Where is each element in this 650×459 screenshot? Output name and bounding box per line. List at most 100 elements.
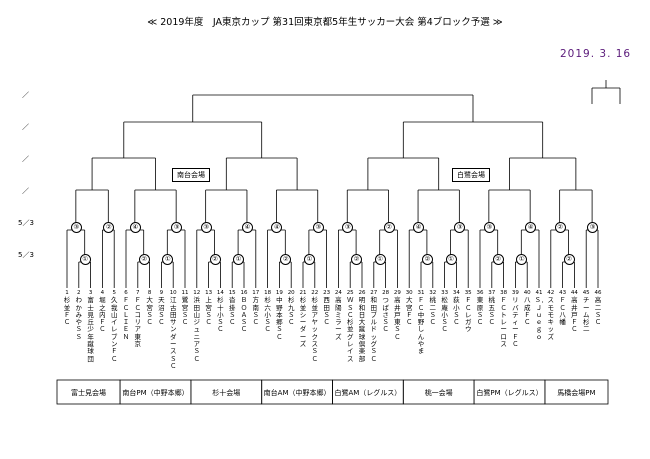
team-name: 西田ＳＣ bbox=[323, 296, 330, 327]
team-number: 11 bbox=[181, 290, 189, 296]
team-number: 35 bbox=[464, 290, 472, 296]
venue-name: 桃一会場 bbox=[424, 389, 453, 397]
team-name: 堀之内ＦＣ bbox=[99, 296, 106, 334]
round-badge: ③ bbox=[454, 222, 466, 233]
team-number: 21 bbox=[299, 290, 307, 296]
team-number: 38 bbox=[500, 290, 508, 296]
team-number: 34 bbox=[452, 290, 460, 296]
team-name: 杉並アヤックスＳＣ bbox=[311, 296, 319, 363]
team-number: 14 bbox=[216, 290, 224, 296]
team-name: つばさＳＣ bbox=[382, 296, 389, 334]
team-name: 鷺宮ＳＣ bbox=[181, 296, 189, 327]
round-badge: ① bbox=[516, 254, 528, 265]
team-number: 6 bbox=[124, 290, 128, 296]
team-number: 40 bbox=[523, 290, 531, 296]
team-number: 30 bbox=[405, 290, 413, 296]
row-label-5: 5／3 bbox=[18, 219, 34, 227]
team-name: 桃五ＳＣ bbox=[488, 296, 496, 327]
round-badge: ① bbox=[233, 254, 245, 265]
round-badge: ④ bbox=[525, 222, 537, 233]
team-name: 杉十小ＳＣ bbox=[217, 296, 224, 334]
team-name: 高二ＳＣ bbox=[594, 296, 602, 327]
team-number: 9 bbox=[159, 290, 164, 296]
team-number: 19 bbox=[275, 290, 283, 296]
round-badge: ④ bbox=[271, 222, 283, 233]
team-name: 上宮ＳＣ bbox=[205, 296, 212, 327]
team-name: ＷＳＣ杉並グレイス bbox=[346, 296, 354, 363]
team-number: 36 bbox=[476, 290, 484, 296]
team-name: チーム杉二 bbox=[582, 296, 590, 334]
round-badge: ② bbox=[103, 222, 115, 233]
team-name: ＦＣコリア東京 bbox=[134, 296, 142, 349]
team-name: 杉並シーダーズ bbox=[299, 296, 307, 349]
team-number: 7 bbox=[136, 290, 140, 296]
venue-name: 馬橋会場PM bbox=[557, 389, 596, 397]
round-badge: ④ bbox=[413, 222, 425, 233]
team-number: 26 bbox=[358, 290, 366, 296]
round-badge: ② bbox=[351, 254, 363, 265]
venue-name: 白鷺PM（レグルス） bbox=[476, 389, 543, 397]
round-badge: ② bbox=[138, 254, 150, 265]
round-badge: ② bbox=[280, 254, 292, 265]
team-number: 20 bbox=[287, 290, 295, 296]
team-number: 43 bbox=[559, 290, 567, 296]
team-name: 八成ＦＣ bbox=[523, 296, 531, 327]
team-number: 8 bbox=[147, 290, 152, 296]
team-number: 16 bbox=[240, 290, 248, 296]
team-name: 高陽ミラーズ bbox=[335, 296, 342, 341]
venue-name: 杉十会場 bbox=[212, 389, 241, 397]
round-badge: ③ bbox=[200, 222, 212, 233]
team-name: ＦＣ八幡 bbox=[559, 296, 566, 327]
team-number: 27 bbox=[370, 290, 378, 296]
team-name: ＦＣトレーロス bbox=[500, 296, 507, 349]
round-badge: ② bbox=[563, 254, 575, 265]
team-name: 荻小ＳＣ bbox=[453, 296, 460, 327]
round-badge: ③ bbox=[342, 222, 354, 233]
team-name: スモモキッズ bbox=[547, 296, 555, 341]
team-number: 29 bbox=[393, 290, 401, 296]
team-name: 杉並ＦＣ bbox=[63, 296, 71, 327]
row-label-1: ／ bbox=[22, 91, 29, 99]
round-badge: ③ bbox=[587, 222, 599, 233]
team-name: 明和日大蹴球倶楽部 bbox=[358, 296, 366, 363]
site-label-nandai: 南台会場 bbox=[172, 168, 210, 182]
round-badge: ③ bbox=[70, 222, 82, 233]
team-number: 28 bbox=[382, 290, 390, 296]
team-number: 4 bbox=[100, 290, 105, 296]
team-number: 5 bbox=[112, 290, 116, 296]
team-number: 46 bbox=[594, 290, 602, 296]
team-name: リバティーＦＣ bbox=[512, 296, 519, 349]
team-name: ＢＯＡ ＳＣ bbox=[240, 296, 254, 334]
venue-name: 白鷺AM（レグルス） bbox=[334, 389, 402, 397]
team-number: 31 bbox=[417, 290, 425, 296]
team-name: 高井戸東ＳＣ bbox=[394, 296, 401, 341]
team-name: 杉六小ＳＣ bbox=[264, 296, 271, 334]
team-name: 大宮ＦＣ bbox=[405, 296, 413, 327]
team-number: 32 bbox=[429, 290, 437, 296]
team-name: 桃二ＳＣ bbox=[429, 296, 437, 327]
round-badge: ③ bbox=[312, 222, 324, 233]
